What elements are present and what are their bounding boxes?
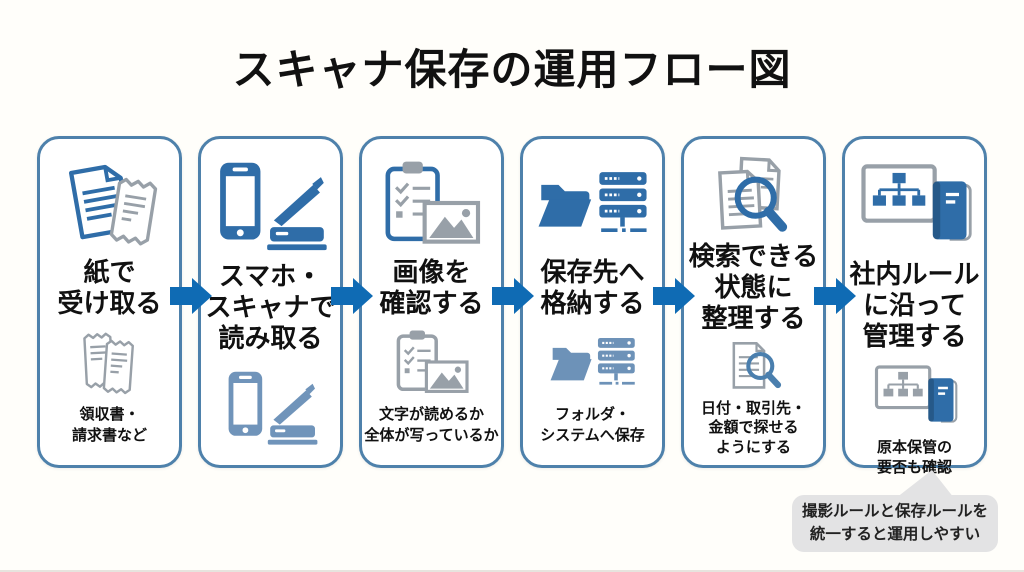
step-label: 検索できる 状態に 整理する xyxy=(688,241,819,334)
step-card-organize: 検索できる 状態に 整理する 日付・取引先・ 金額で探せる ようにする xyxy=(681,136,826,468)
orgchart-book-icon xyxy=(869,360,961,430)
callout-text: 統一すると運用しやすい xyxy=(809,525,981,543)
arrow-right-icon xyxy=(653,278,695,314)
step-card-receive-paper: 紙で 受け取る 領収書・ 請求書など xyxy=(37,136,182,468)
step-label: 画像を 確認する xyxy=(379,257,484,319)
clipboard-image-icon xyxy=(386,327,478,397)
document-search-icon xyxy=(708,337,800,395)
bottom-divider xyxy=(0,570,1024,572)
step-note: 日付・取引先・ 金額で探せる ようにする xyxy=(700,399,806,456)
step-card-store: 保存先へ 格納する フォルダ・ xyxy=(520,136,665,468)
step-label: 紙で 受け取る xyxy=(57,257,162,319)
clipboard-image-icon xyxy=(373,157,491,249)
callout-bubble: 撮影ルールと保存ルールを 統一すると運用しやすい xyxy=(792,495,998,552)
step-card-manage: 社内ルール に沿って 管理する xyxy=(842,136,987,476)
folder-server-icon xyxy=(534,157,652,249)
smartphone-scanner-icon xyxy=(219,367,323,447)
callout-text: 撮影ルールと保存ルールを xyxy=(801,503,988,521)
page-title: スキャナ保存の運用フロー図 xyxy=(232,46,792,93)
step-note: 原本保管の 要否も確認 xyxy=(876,439,952,477)
step-card-check-image: 画像を 確認する 文字が読めるか xyxy=(359,136,504,468)
orgchart-book-icon xyxy=(856,157,974,251)
arrow-right-icon xyxy=(170,278,212,314)
step-note: フォルダ・ システムへ保存 xyxy=(540,406,645,444)
step-label: 社内ルール に沿って 管理する xyxy=(849,258,980,352)
paper-documents-icon xyxy=(51,157,169,249)
step-note: 文字が読めるか 全体が写っているか xyxy=(364,406,499,444)
receipts-icon xyxy=(64,327,156,397)
step-note: 領収書・ 請求書など xyxy=(71,406,147,444)
smartphone-scanner-icon xyxy=(212,157,330,253)
document-search-icon xyxy=(695,153,813,239)
arrow-right-icon xyxy=(814,278,856,314)
step-label: スマホ・ スキャナで 読み取る xyxy=(205,261,336,354)
step-label: 保存先へ 格納する xyxy=(540,257,645,319)
arrow-right-icon xyxy=(492,278,534,314)
folder-server-icon xyxy=(547,327,639,397)
step-card-scan: スマホ・ スキャナで 読み取る xyxy=(198,136,343,468)
arrow-right-icon xyxy=(331,278,373,314)
